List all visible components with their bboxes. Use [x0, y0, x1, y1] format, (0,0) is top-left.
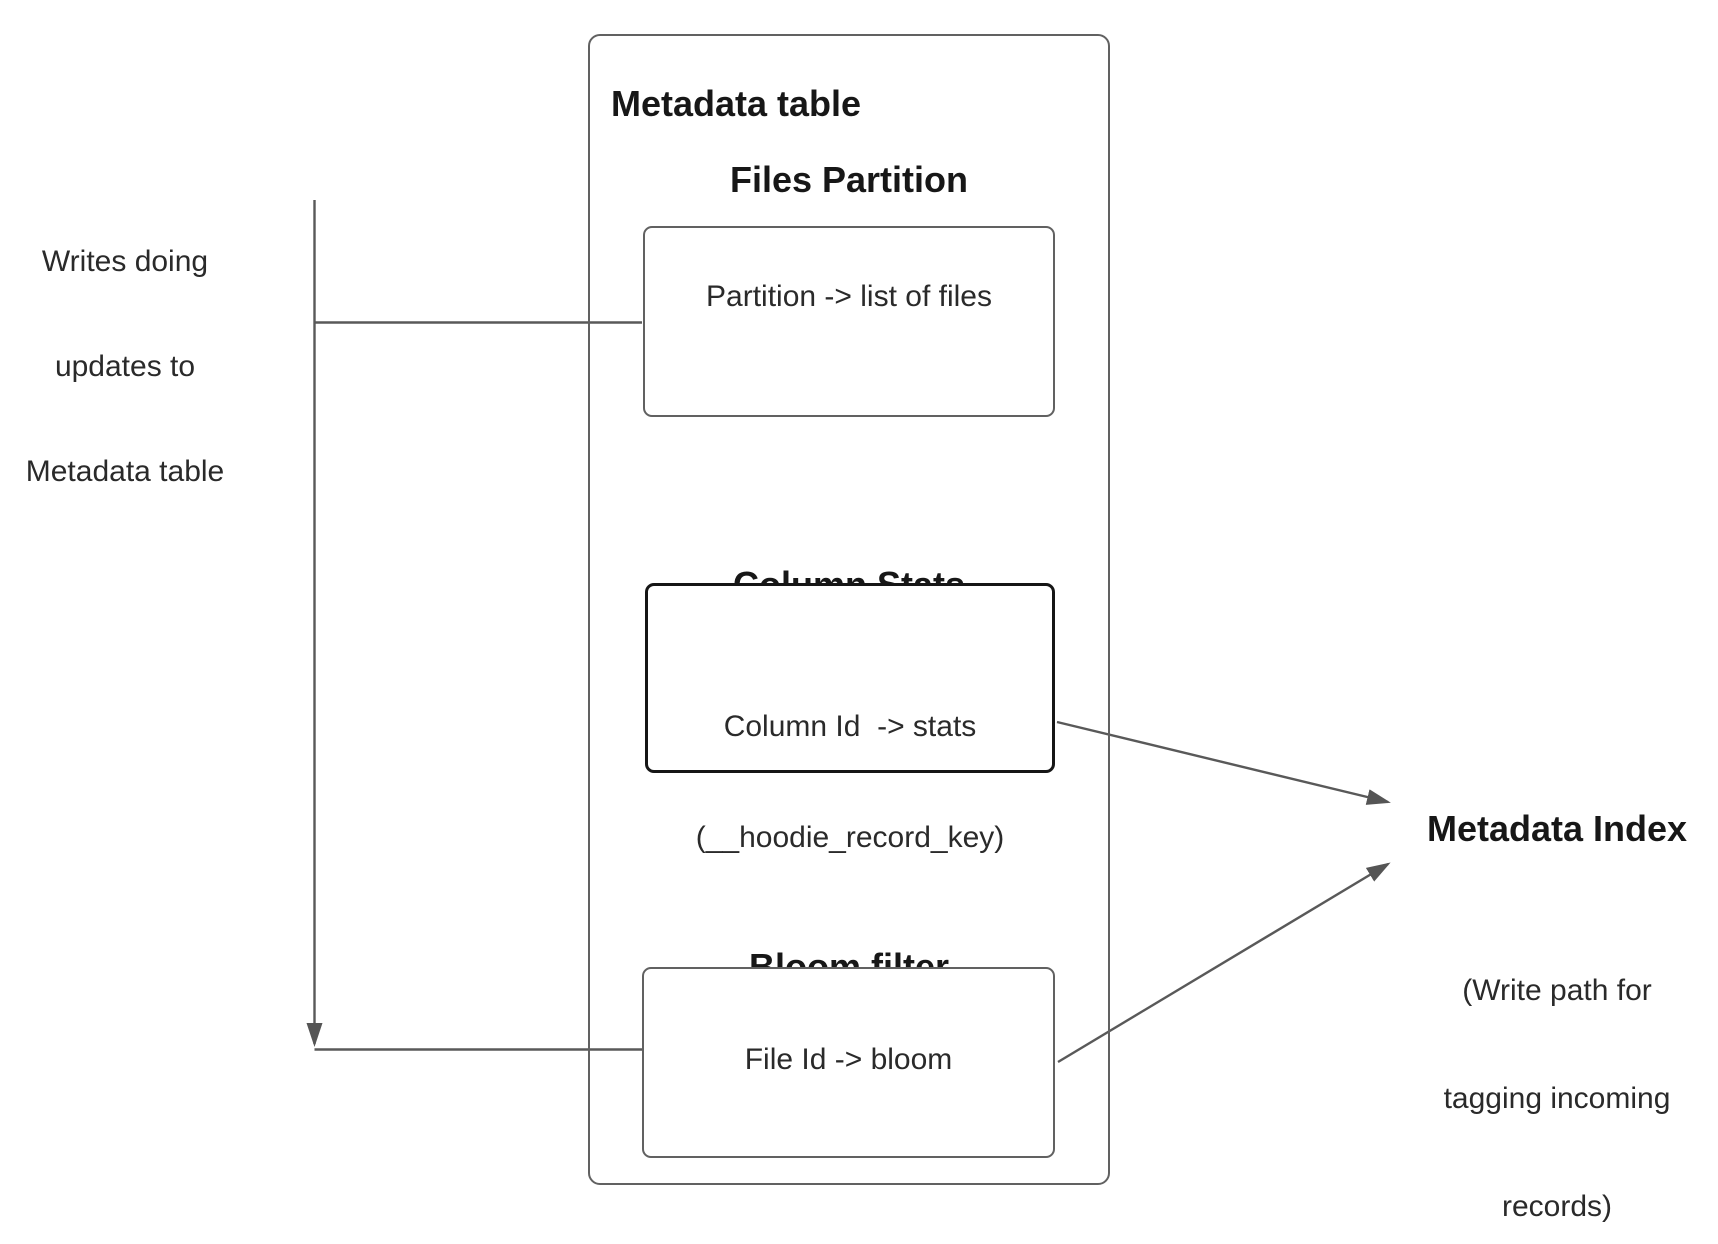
- column-stats-box: [645, 583, 1055, 773]
- bloom-filter-label: File Id -> bloom: [744, 1043, 953, 1076]
- column-stats-label-line: Column Id -> stats: [723, 710, 977, 743]
- metadata-index-title: Metadata Index: [1426, 808, 1688, 849]
- writes-note: Writes doing updates to Metadata table: [14, 174, 236, 559]
- files-partition-heading: Files Partition: [729, 159, 969, 200]
- metadata-table-container: [588, 34, 1110, 1185]
- writes-note-line: updates to: [54, 350, 196, 383]
- writes-note-line: Metadata table: [25, 455, 225, 488]
- metadata-index-note-line: tagging incoming: [1443, 1082, 1671, 1115]
- writes-note-line: Writes doing: [41, 245, 209, 278]
- column-stats-label-line: (__hoodie_record_key): [695, 821, 1005, 854]
- bloom-filter-box: [642, 967, 1055, 1158]
- files-partition-label: Partition -> list of files: [706, 280, 992, 313]
- metadata-index-note-line: (Write path for: [1462, 974, 1652, 1007]
- column-stats-label: Column Id -> stats (__hoodie_record_key): [645, 634, 1055, 930]
- metadata-index-note: (Write path for tagging incoming records…: [1377, 901, 1718, 1244]
- metadata-index-note-line: records): [1501, 1190, 1613, 1223]
- files-partition-box: [643, 226, 1055, 417]
- metadata-table-title: Metadata table: [611, 83, 862, 124]
